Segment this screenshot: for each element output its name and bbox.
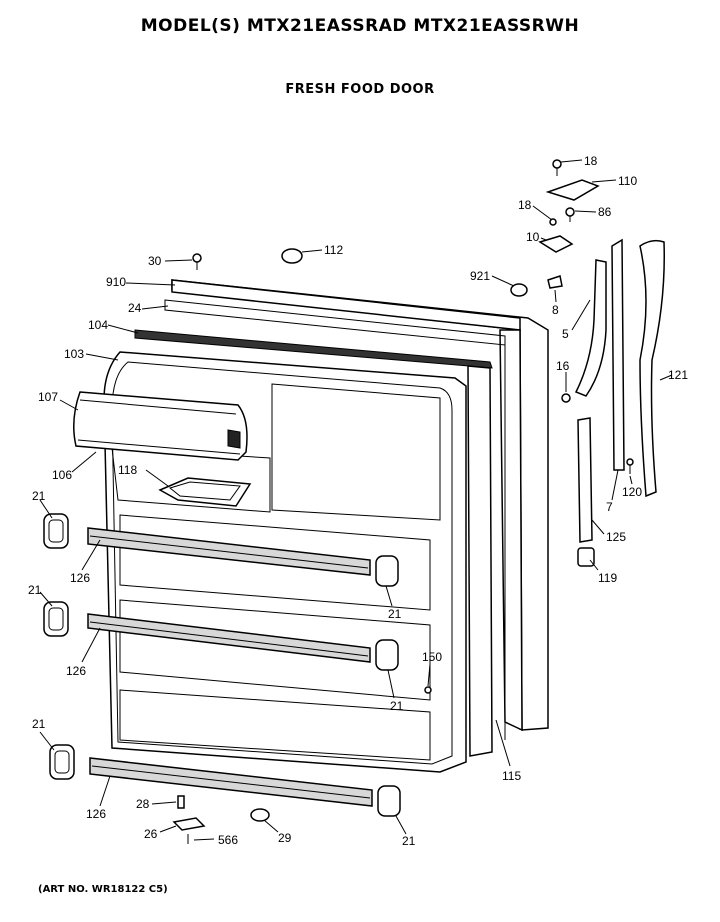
callout-119: 119: [598, 571, 617, 585]
callout-150: 150: [422, 650, 442, 664]
callout-21: 21: [390, 699, 404, 713]
callout-labels: 18 110 18 86 10 30 112 910 921 8 24 104 …: [28, 154, 688, 848]
callout-29: 29: [278, 831, 292, 845]
callout-566: 566: [218, 833, 238, 847]
callout-10: 10: [526, 230, 540, 244]
leader-lines: [39, 159, 673, 841]
callout-86: 86: [598, 205, 612, 219]
dairy-compartment-door: [73, 391, 248, 461]
art-number: (ART NO. WR18122 C5): [38, 884, 168, 895]
callout-125: 125: [606, 530, 626, 544]
callout-110: 110: [618, 174, 637, 188]
callout-910: 910: [106, 275, 126, 289]
seal-strip: [134, 329, 493, 757]
callout-18: 18: [584, 154, 598, 168]
callout-104: 104: [88, 318, 108, 332]
callout-7: 7: [606, 500, 613, 514]
dairy-bucket: [158, 477, 252, 507]
shelf-bar-lower: [89, 757, 373, 807]
door-handle: [561, 238, 625, 567]
callout-21: 21: [402, 834, 416, 848]
model-title: MODEL(S) MTX21EASSRAD MTX21EASSRWH: [140, 16, 580, 36]
callout-112: 112: [324, 243, 343, 257]
callout-118: 118: [118, 463, 137, 477]
callout-120: 120: [622, 485, 642, 499]
shelf-bar-upper: [87, 527, 371, 576]
callout-26: 26: [144, 827, 158, 841]
shelf-end-cap: [43, 513, 401, 817]
callout-24: 24: [128, 301, 142, 315]
callout-126: 126: [86, 807, 106, 821]
callout-106: 106: [52, 468, 72, 482]
handle-trim: [639, 239, 665, 498]
shelf-bar-middle: [87, 613, 371, 663]
small-hardware: [172, 248, 634, 844]
callout-126: 126: [70, 571, 90, 585]
callout-126: 126: [66, 664, 86, 678]
callout-21: 21: [28, 583, 42, 597]
callout-21: 21: [32, 489, 46, 503]
callout-8: 8: [552, 303, 559, 317]
callout-103: 103: [64, 347, 84, 361]
callout-107: 107: [38, 390, 58, 404]
callout-16: 16: [556, 359, 570, 373]
callout-30: 30: [148, 254, 162, 268]
callout-21: 21: [388, 607, 402, 621]
hinge-parts: [538, 159, 600, 289]
section-title: FRESH FOOD DOOR: [285, 82, 435, 97]
callout-921: 921: [470, 269, 490, 283]
callout-28: 28: [136, 797, 150, 811]
callout-121: 121: [668, 368, 688, 382]
callout-21: 21: [32, 717, 46, 731]
callout-115: 115: [502, 769, 521, 783]
callout-18: 18: [518, 198, 532, 212]
callout-5: 5: [562, 327, 569, 341]
